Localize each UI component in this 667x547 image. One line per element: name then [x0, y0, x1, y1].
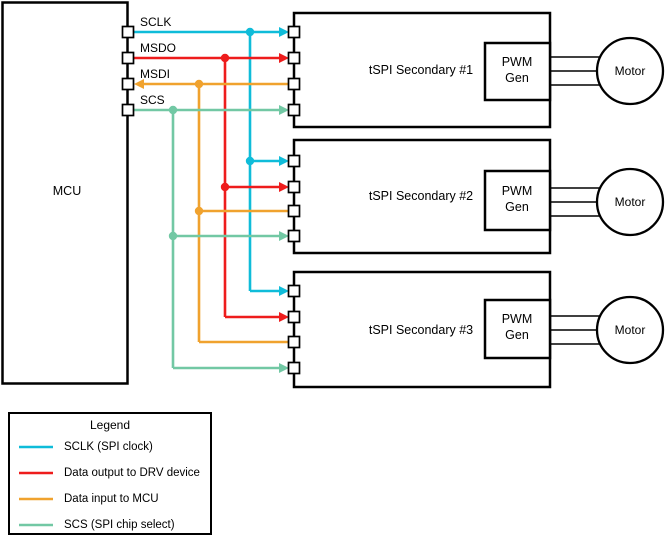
msdi-wires [134, 79, 289, 344]
legend-title: Legend [89, 418, 131, 432]
legend-row-msdi: Data input to MCU [10, 486, 210, 512]
motor-label-2: Motor [615, 195, 646, 209]
msdo-junction-dot [220, 182, 230, 192]
sclk-junction-dot [245, 27, 255, 37]
secondary3-pin-msdo [287, 310, 301, 324]
motor-circle-3 [595, 295, 665, 365]
legend-box: Legend SCLK (SPI clock) Data output to D… [8, 412, 212, 535]
pwm-gen-label-3: PWM [502, 312, 533, 326]
signal-label-sclk: SCLK [140, 15, 171, 29]
motor-label-3: Motor [615, 323, 646, 337]
sclk-arrowhead [279, 286, 289, 296]
secondary1-pin-msdi [287, 77, 301, 91]
secondary-label-2: tSPI Secondary #2 [369, 189, 473, 203]
msdi-junction-dot [194, 79, 204, 89]
secondary2-pin-sclk [287, 154, 301, 168]
secondary1-pin-scs [287, 103, 301, 117]
pwm-gen-label-3b: Gen [505, 328, 529, 342]
scs-wires [134, 105, 289, 373]
msdo-arrowhead [279, 53, 289, 63]
motor-circle-1 [595, 36, 665, 106]
sclk-junction-dot [245, 156, 255, 166]
msdo-arrowhead [279, 312, 289, 322]
scs-arrowhead [279, 105, 289, 115]
sclk-arrowhead [279, 27, 289, 37]
msdi-arrowhead [134, 79, 144, 89]
msdi-junction-dot [194, 206, 204, 216]
legend-label-msdi: Data input to MCU [64, 493, 159, 505]
secondary3-pin-scs [287, 361, 301, 375]
pwm-gen-label-1b: Gen [505, 71, 529, 85]
scs-junction-dot [168, 231, 178, 241]
scs-junction-dot [168, 105, 178, 115]
signal-label-msdi: MSDI [140, 67, 170, 81]
scs-arrowhead [279, 231, 289, 241]
secondary3-pin-msdi [287, 335, 301, 349]
secondary-label-3: tSPI Secondary #3 [369, 323, 473, 337]
secondary3-pin-sclk [287, 284, 301, 298]
legend-label-sclk: SCLK (SPI clock) [64, 441, 153, 453]
pwm-gen-label-2: PWM [502, 184, 533, 198]
secondary2-pin-scs [287, 229, 301, 243]
pwm-gen-label-1: PWM [502, 55, 533, 69]
sclk-wires [134, 27, 289, 296]
mcu-pin-msdo [121, 51, 135, 65]
secondary1-pin-sclk [287, 25, 301, 39]
secondary-label-1: tSPI Secondary #1 [369, 63, 473, 77]
msdo-arrowhead [279, 182, 289, 192]
pwm-gen-label-2b: Gen [505, 200, 529, 214]
legend-swatch-sclk [19, 445, 53, 449]
mcu-box [1, 1, 129, 385]
mcu-label: MCU [53, 184, 81, 198]
msdo-junction-dot [220, 53, 230, 63]
motor-circle-2 [595, 167, 665, 237]
mcu-pin-scs [121, 103, 135, 117]
legend-row-scs: SCS (SPI chip select) [10, 512, 210, 538]
scs-arrowhead [279, 363, 289, 373]
legend-label-msdo: Data output to DRV device [64, 467, 200, 479]
legend-swatch-scs [19, 523, 53, 527]
spi-pins [121, 25, 301, 375]
secondary1-pin-msdo [287, 51, 301, 65]
secondary2-pin-msdi [287, 204, 301, 218]
pwm-gen-box-3 [483, 298, 552, 360]
signal-label-msdo: MSDO [140, 41, 176, 55]
msdo-wires [134, 53, 289, 322]
mcu-pin-msdi [121, 77, 135, 91]
pwm-gen-box-1 [483, 41, 552, 102]
pwm-gen-box-2 [483, 169, 552, 232]
legend-label-scs: SCS (SPI chip select) [64, 519, 175, 531]
legend-row-msdo: Data output to DRV device [10, 460, 210, 486]
mcu-pin-sclk [121, 25, 135, 39]
signal-label-scs: SCS [140, 93, 165, 107]
legend-swatch-msdo [19, 471, 53, 475]
legend-swatch-msdi [19, 497, 53, 501]
secondary2-pin-msdo [287, 180, 301, 194]
sclk-arrowhead [279, 156, 289, 166]
motor-label-1: Motor [615, 64, 646, 78]
legend-row-sclk: SCLK (SPI clock) [10, 434, 210, 460]
